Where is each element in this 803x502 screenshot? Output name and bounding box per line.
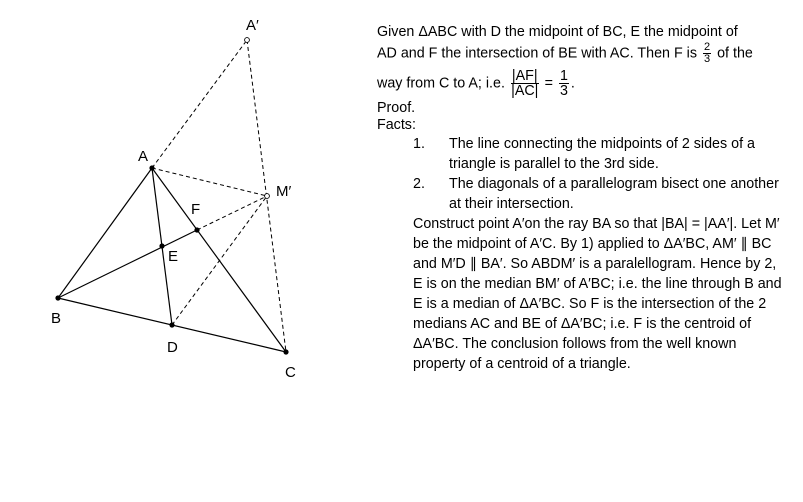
point-F [194,227,200,233]
fraction-numerator: 2 [702,41,712,54]
label-A-prime: A′ [246,17,259,34]
segment-DM-prime [171,195,268,326]
period: . [570,75,575,92]
segment-AB [57,167,153,299]
facts-list: 1. The line connecting the midpoints of … [413,134,797,214]
given-line-1: Given ΔABC with D the midpoint of BC, E … [377,24,738,40]
label-C: C [285,364,296,381]
label-D: D [167,339,178,356]
segment-AM-prime [151,167,268,197]
label-M-prime: M′ [276,183,291,200]
label-E: E [168,248,178,265]
point-C [283,349,289,355]
label-F: F [191,201,200,218]
point-E [159,243,165,249]
segment-BF [57,229,198,299]
given-line-3: way from C to A; i.e. |AF| |AC| = 1 3 . [377,69,797,98]
geometry-figure: A′ A M′ F E B D C [51,17,296,381]
given-line-2-start: AD and F the intersection of BE with AC.… [377,45,697,62]
point-A [149,165,155,171]
proof-label: Proof. [377,100,416,116]
label-B: B [51,310,61,327]
proof-text-panel: Given ΔABC with D the midpoint of BC, E … [377,22,797,374]
label-A: A [138,148,148,165]
segment-AC [151,167,287,353]
segment-AA-prime [151,39,248,169]
fraction-numerator: |AF| [510,68,539,84]
fraction-denominator: |AC| [511,83,539,99]
fraction-AF-over-AC: |AF| |AC| [510,68,539,99]
point-M-prime [264,193,270,199]
segment-FM-prime [196,195,268,231]
given-line-3-start: way from C to A; i.e. [377,75,505,92]
given-line-2: AD and F the intersection of BE with AC.… [377,42,797,65]
fact-text: The line connecting the midpoints of 2 s… [449,136,755,172]
fraction-one-third: 1 3 [558,68,569,99]
point-B [55,295,61,301]
fraction-denominator: 3 [703,53,711,65]
fact-item: 2. The diagonals of a parallelogram bise… [413,174,797,214]
equals-sign: = [544,75,553,92]
fact-number: 1. [413,136,425,152]
given-line-2-end: of the [717,45,753,62]
fact-number: 2. [413,176,425,192]
fact-text: The diagonals of a parallelogram bisect … [449,176,779,212]
point-D [169,322,175,328]
fraction-denominator: 3 [559,83,568,99]
point-A-prime [244,37,250,43]
fraction-numerator: 1 [558,68,569,84]
facts-label: Facts: [377,117,416,133]
fact-item: 1. The line connecting the midpoints of … [413,134,797,174]
fraction-two-thirds: 2 3 [702,41,712,65]
proof-body: Construct point A′on the ray BA so that … [413,216,782,372]
